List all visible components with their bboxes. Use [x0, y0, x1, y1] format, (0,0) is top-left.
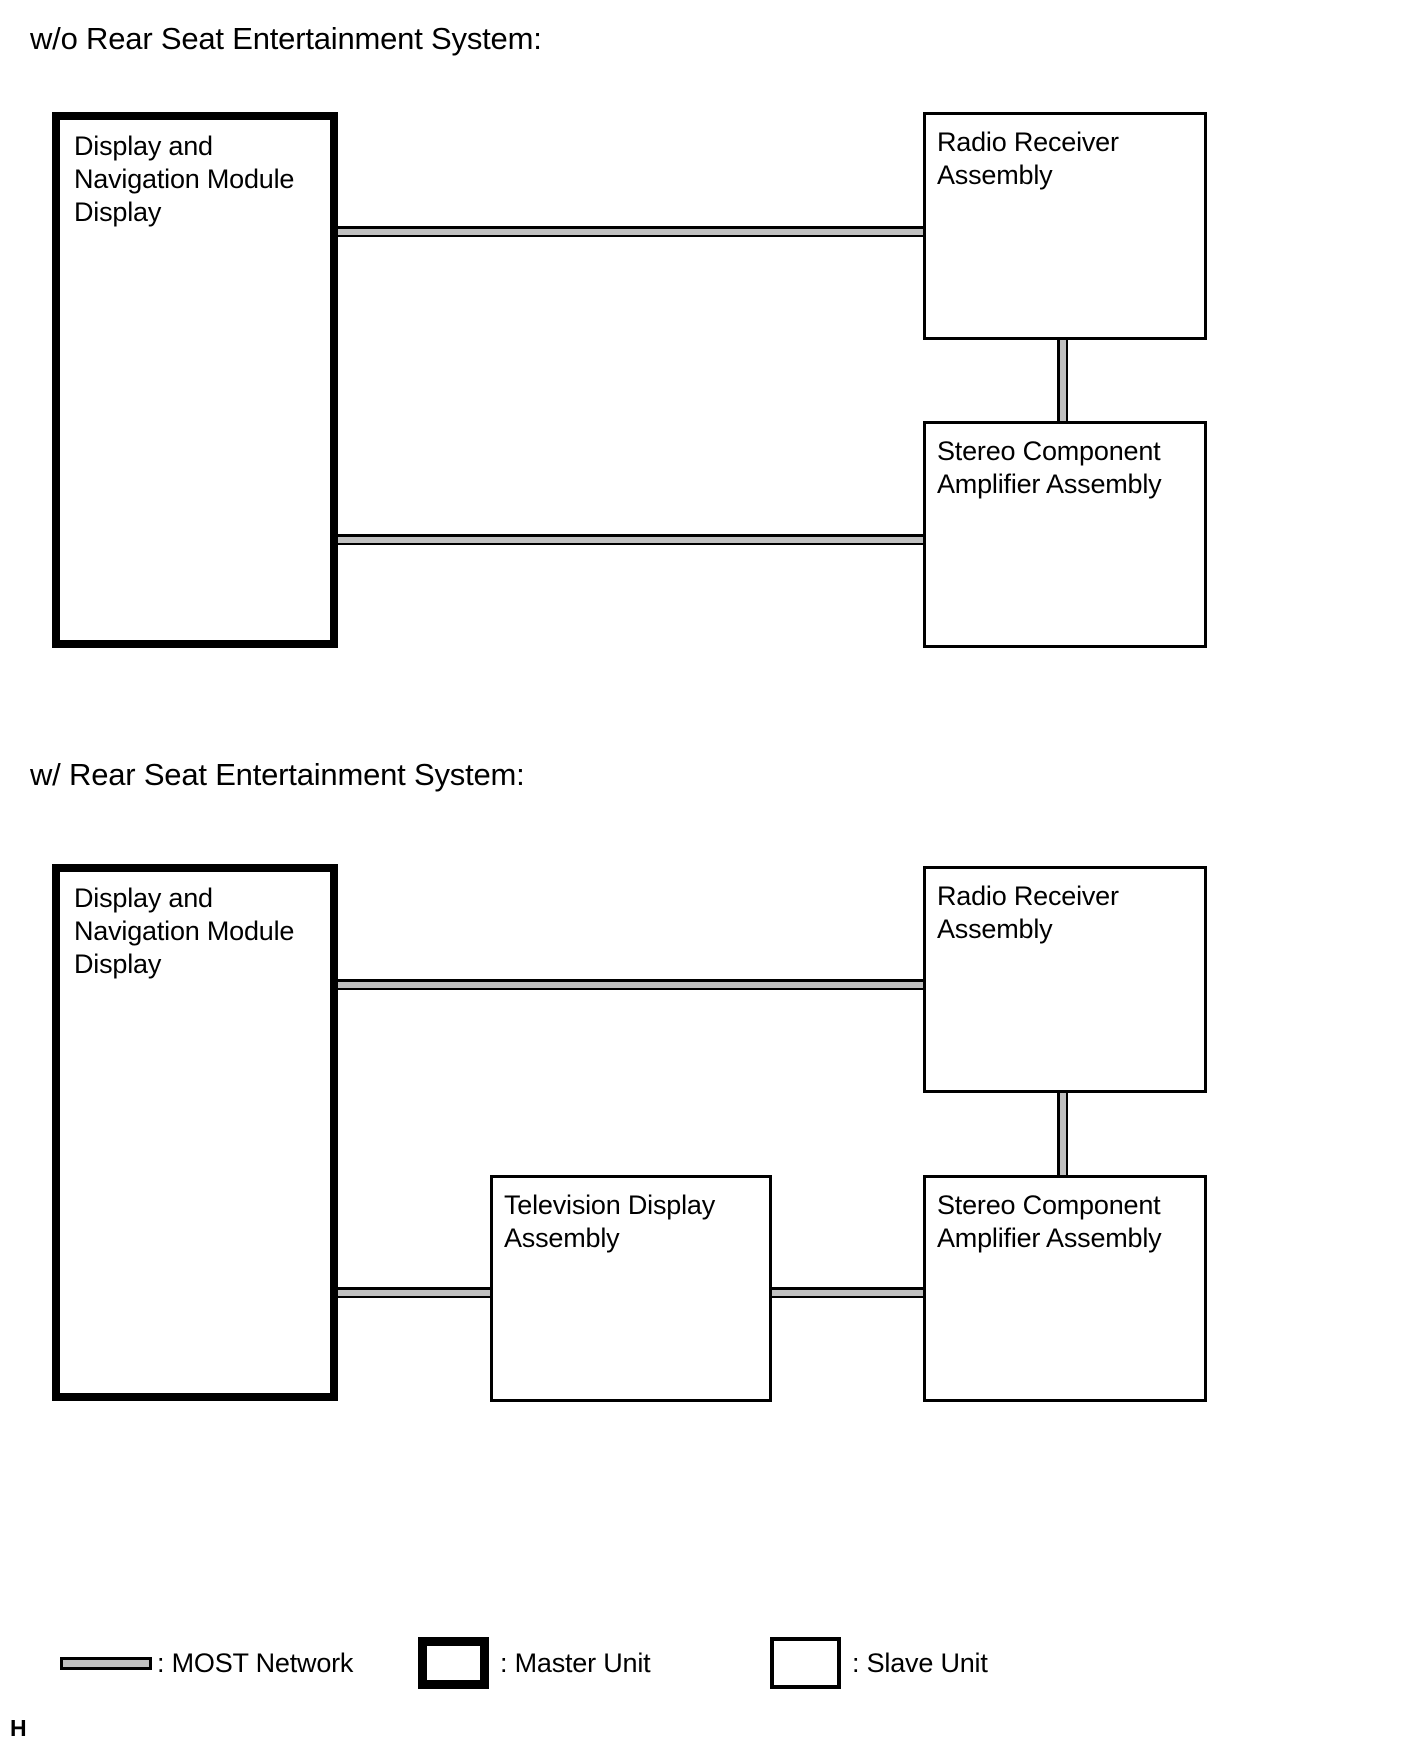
legend-label: : Master Unit	[500, 1648, 651, 1678]
most-link-radio-to-amplifier-rse	[1057, 1090, 1068, 1178]
unit-box-radio-receiver-assembly[interactable]: Radio Receiver Assembly	[923, 112, 1207, 340]
legend-item-most-network: : MOST Network	[60, 1640, 353, 1686]
unit-box-stereo-component-amplifier-assembly[interactable]: Stereo Component Amplifier Assembly	[923, 421, 1207, 648]
unit-label: Stereo Component Amplifier Assembly	[937, 436, 1162, 499]
legend-item-slave-unit: : Slave Unit	[770, 1637, 988, 1689]
legend-label: : Slave Unit	[852, 1648, 988, 1678]
most-link-display-to-radio-rse	[337, 979, 926, 990]
unit-box-stereo-component-amplifier-assembly-rse[interactable]: Stereo Component Amplifier Assembly	[923, 1175, 1207, 1402]
most-network-line-icon	[60, 1656, 152, 1670]
page-footer-mark: H	[10, 1715, 27, 1741]
unit-label: Television Display Assembly	[504, 1190, 715, 1253]
unit-label: Radio Receiver Assembly	[937, 881, 1119, 944]
section-title-without-rse: w/o Rear Seat Entertainment System:	[30, 21, 542, 56]
unit-label: Radio Receiver Assembly	[937, 127, 1119, 190]
legend-label: : MOST Network	[157, 1648, 354, 1678]
legend: : MOST Network : Master Unit : Slave Uni…	[0, 1637, 1424, 1700]
unit-label: Display and Navigation Module Display	[74, 131, 295, 227]
unit-box-display-and-navigation-module-display-rse[interactable]: Display and Navigation Module Display	[52, 864, 338, 1401]
unit-box-radio-receiver-assembly-rse[interactable]: Radio Receiver Assembly	[923, 866, 1207, 1093]
legend-item-master-unit: : Master Unit	[418, 1637, 651, 1689]
most-link-television-to-amplifier	[769, 1287, 926, 1298]
slave-unit-box-icon	[770, 1637, 841, 1689]
most-link-radio-to-amplifier	[1057, 337, 1068, 425]
most-link-display-to-radio	[337, 226, 926, 237]
unit-box-display-and-navigation-module-display[interactable]: Display and Navigation Module Display	[52, 112, 338, 648]
unit-box-television-display-assembly[interactable]: Television Display Assembly	[490, 1175, 772, 1402]
unit-label: Stereo Component Amplifier Assembly	[937, 1190, 1162, 1253]
most-link-display-to-amplifier	[337, 534, 926, 545]
master-unit-box-icon	[418, 1637, 489, 1689]
section-title-with-rse: w/ Rear Seat Entertainment System:	[30, 757, 525, 792]
most-link-display-to-television	[337, 1287, 493, 1298]
unit-label: Display and Navigation Module Display	[74, 883, 295, 979]
